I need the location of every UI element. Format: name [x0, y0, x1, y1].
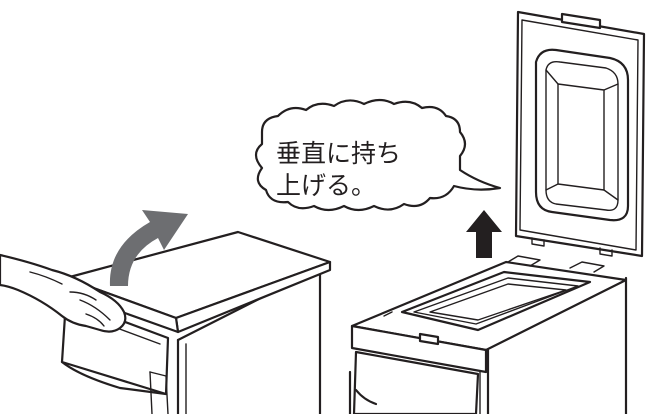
lift-arrow-curved: [109, 210, 188, 286]
front-panel-right: [350, 324, 488, 374]
right-unit-open: [348, 255, 628, 414]
caption-line-2: 上げる。: [276, 171, 376, 200]
removed-lid: [514, 10, 646, 258]
hand: [0, 253, 127, 333]
lift-arrow-up: [466, 210, 502, 258]
speech-bubble: 垂直に持ち 上げる。: [254, 98, 502, 212]
caption-line-1: 垂直に持ち: [276, 139, 401, 168]
